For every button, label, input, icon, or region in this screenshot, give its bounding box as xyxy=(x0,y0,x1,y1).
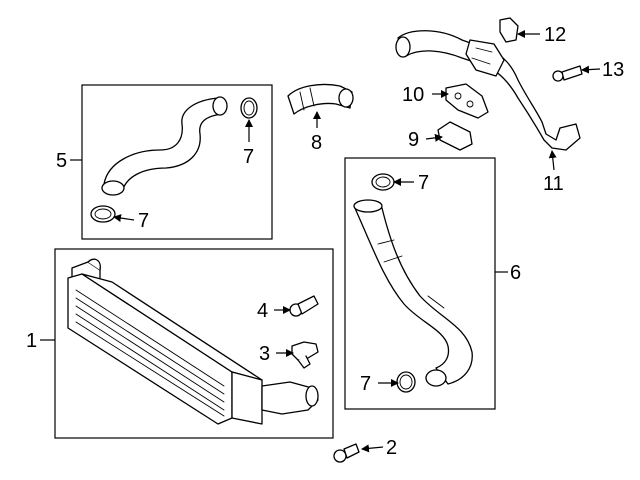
bracket-part-10 xyxy=(445,83,489,119)
callout-6: 6 xyxy=(510,262,521,284)
callout-9: 9 xyxy=(408,129,419,151)
clip-part-12 xyxy=(499,17,519,43)
clamp-part-7d xyxy=(396,371,416,393)
bolt-part-2 xyxy=(333,443,360,463)
callout-5: 5 xyxy=(56,150,67,172)
callout-4: 4 xyxy=(257,300,268,322)
arrow-11 xyxy=(548,150,557,171)
callout-7-upper-left: 7 xyxy=(243,146,254,168)
bolt-part-13 xyxy=(552,65,583,82)
arrow-9 xyxy=(425,133,443,142)
outlet-tube-part-11 xyxy=(395,30,581,151)
hose-part-5 xyxy=(101,96,228,196)
callout-8: 8 xyxy=(311,132,322,154)
callout-3: 3 xyxy=(259,343,270,365)
callout-11: 11 xyxy=(543,173,564,195)
group-box-5 xyxy=(81,84,273,240)
callout-2: 2 xyxy=(386,437,397,459)
clamp-part-7a xyxy=(240,97,258,119)
connector-part-8 xyxy=(287,83,354,115)
bracket-part-9 xyxy=(437,121,473,151)
arrow-7b xyxy=(113,214,135,222)
callout-7-lower-left: 7 xyxy=(138,210,149,232)
callout-7-lower-right: 7 xyxy=(360,373,371,395)
bolt-part-4 xyxy=(289,295,319,317)
callout-12: 12 xyxy=(544,24,566,46)
callout-13: 13 xyxy=(602,59,624,81)
callout-1: 1 xyxy=(26,330,37,352)
clamp-part-7c xyxy=(371,173,395,191)
callout-7-upper-right: 7 xyxy=(418,172,429,194)
group-box-1 xyxy=(54,248,334,439)
group-box-6 xyxy=(344,157,496,410)
intercooler-part xyxy=(67,258,319,425)
sensor-part-3 xyxy=(291,341,319,369)
arrow-13 xyxy=(581,65,601,74)
clamp-part-7b xyxy=(90,205,116,223)
hose-part-6 xyxy=(353,199,473,387)
arrow-2 xyxy=(361,444,384,453)
callout-10: 10 xyxy=(402,84,424,106)
